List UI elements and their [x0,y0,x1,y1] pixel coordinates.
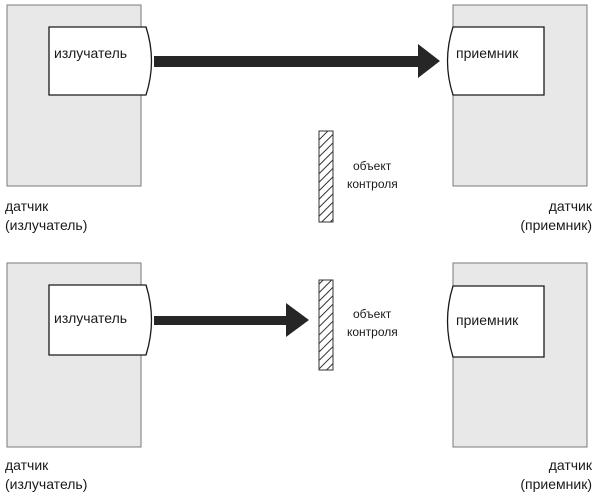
bottom-left-caption-line2: (излучатель) [5,476,88,492]
top-right-caption-line2: (приемник) [520,217,592,233]
top-left-caption-line1: датчик [5,198,49,214]
bottom-beam-arrow [154,303,309,337]
bottom-object [318,279,334,371]
bottom-right-caption-line1: датчик [548,457,592,473]
top-receiver-label: приемник [456,45,519,61]
bottom-emitter-box [48,284,153,356]
bottom-left-caption-line1: датчик [5,457,49,473]
top-object-label-line2: контроля [347,177,398,191]
top-emitter-label: излучатель [54,45,127,61]
top-left-caption: датчик (излучатель) [5,197,87,235]
bottom-emitter-label: излучатель [54,310,127,326]
top-right-caption: датчик (приемник) [520,197,592,235]
bottom-scene: излучатель приемник объект контроля [6,262,588,448]
bottom-object-label-line1: объект [353,307,392,321]
top-receiver-box [446,26,545,96]
bottom-left-caption: датчик (излучатель) [5,456,87,494]
top-scene: излучатель приемник объект контроля [6,4,588,223]
bottom-object-label-line2: контроля [347,325,398,339]
bottom-right-caption-line2: (приемник) [520,476,592,492]
top-beam-arrow [154,44,440,78]
top-object-label-line1: объект [353,159,392,173]
bottom-receiver-label: приемник [456,312,519,328]
top-object [318,130,334,223]
bottom-receiver-box [446,285,545,358]
top-left-caption-line2: (излучатель) [5,217,88,233]
top-emitter-box [48,26,153,96]
bottom-right-caption: датчик (приемник) [520,456,592,494]
top-right-caption-line1: датчик [548,198,592,214]
